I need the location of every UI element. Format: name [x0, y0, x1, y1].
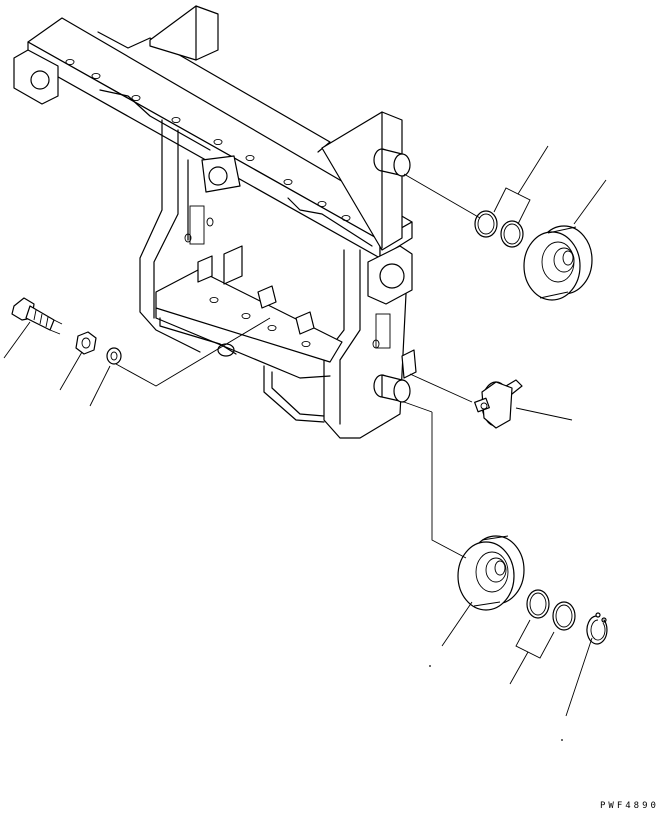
carriage-frame [13, 5, 417, 439]
nut [75, 331, 97, 355]
lower-roller-bearing [457, 535, 525, 611]
upper-roller-bearing [523, 225, 593, 301]
snap-ring [586, 612, 608, 645]
beam-holes [65, 58, 351, 222]
shim-pair-lower [526, 589, 576, 631]
leader-lines [3, 145, 607, 717]
side-roller [474, 379, 523, 429]
shim-pair-upper [474, 210, 524, 248]
stud [11, 297, 63, 335]
drawing-code: PWF4890 [600, 801, 659, 811]
washer [106, 347, 122, 365]
